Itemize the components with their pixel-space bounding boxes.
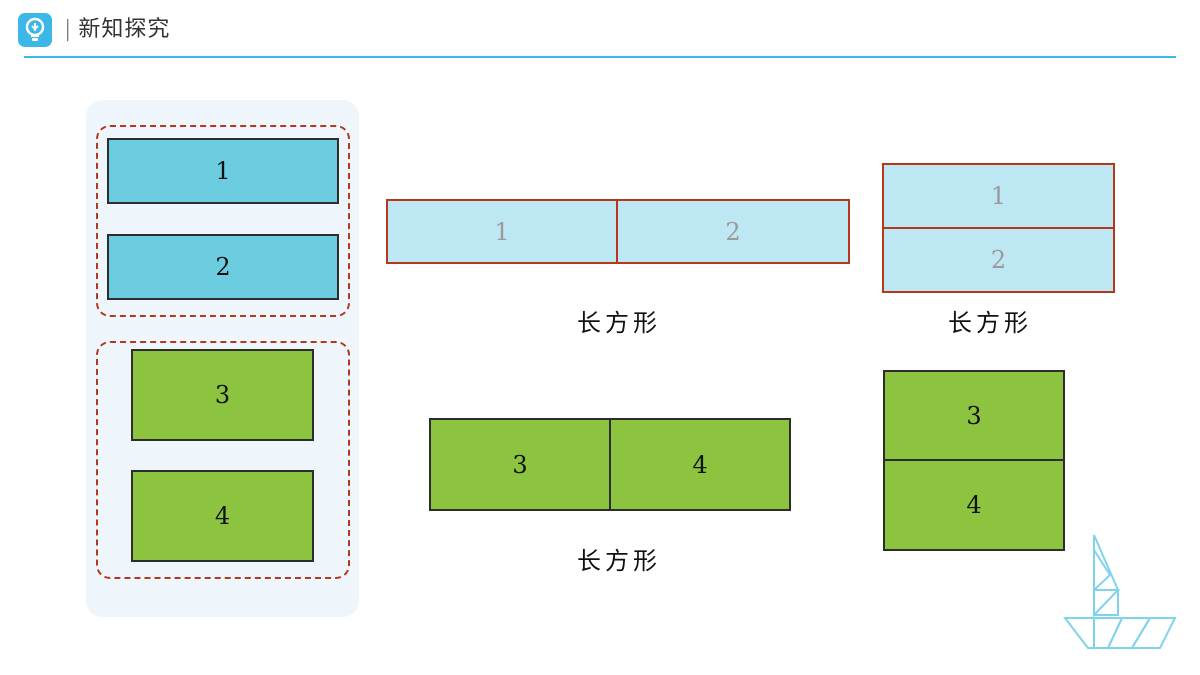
piece-4: 4: [131, 470, 314, 562]
page-title-text: 新知探究: [78, 17, 171, 42]
green-pieces-group: [96, 341, 350, 579]
piece-2-label: 2: [215, 253, 231, 281]
piece-4-label: 4: [214, 502, 231, 530]
green-horizontal-cell-4-label: 4: [692, 450, 708, 479]
green-vertical-rectangle: 3 4: [883, 370, 1065, 551]
green-horizontal-rectangle: 3 4: [429, 418, 791, 511]
piece-2: 2: [107, 234, 339, 300]
blue-horizontal-cell-1-label: 1: [494, 217, 510, 246]
piece-3-label: 3: [214, 381, 231, 409]
green-vertical-cell-3: 3: [885, 372, 1063, 461]
piece-1-label: 1: [215, 157, 231, 185]
green-vertical-cell-4-label: 4: [966, 491, 982, 519]
green-horizontal-cell-3: 3: [431, 420, 611, 509]
green-horizontal-cell-4: 4: [611, 420, 789, 509]
lightbulb-icon: [18, 13, 52, 47]
header-divider: [24, 56, 1176, 58]
blue-pieces-group: [96, 125, 350, 317]
green-vertical-cell-3-label: 3: [966, 401, 982, 430]
green-horizontal-cell-3-label: 3: [512, 450, 528, 479]
blue-horizontal-cell-2-label: 2: [725, 217, 741, 246]
blue-vertical-rectangle: 1 2: [882, 163, 1115, 293]
pieces-panel: 1 2 3 4: [86, 100, 359, 617]
blue-vertical-cell-1: 1: [884, 165, 1113, 229]
piece-3: 3: [131, 349, 314, 441]
blue-vertical-cell-1-label: 1: [990, 182, 1007, 210]
blue-horizontal-rectangle: 1 2: [386, 199, 850, 264]
title-divider: |: [64, 17, 73, 42]
blue-vertical-caption: 长方形: [948, 309, 1032, 337]
blue-horizontal-cell-1: 1: [388, 201, 618, 262]
green-horizontal-caption: 长方形: [577, 547, 661, 575]
blue-vertical-cell-2-label: 2: [990, 246, 1007, 274]
blue-horizontal-caption: 长方形: [577, 309, 661, 337]
blue-horizontal-cell-2: 2: [618, 201, 848, 262]
page-title: |新知探究: [64, 14, 170, 46]
piece-1: 1: [107, 138, 339, 204]
green-vertical-cell-4: 4: [885, 461, 1063, 549]
tangram-boat-icon: [1062, 534, 1177, 649]
blue-vertical-cell-2: 2: [884, 229, 1113, 291]
